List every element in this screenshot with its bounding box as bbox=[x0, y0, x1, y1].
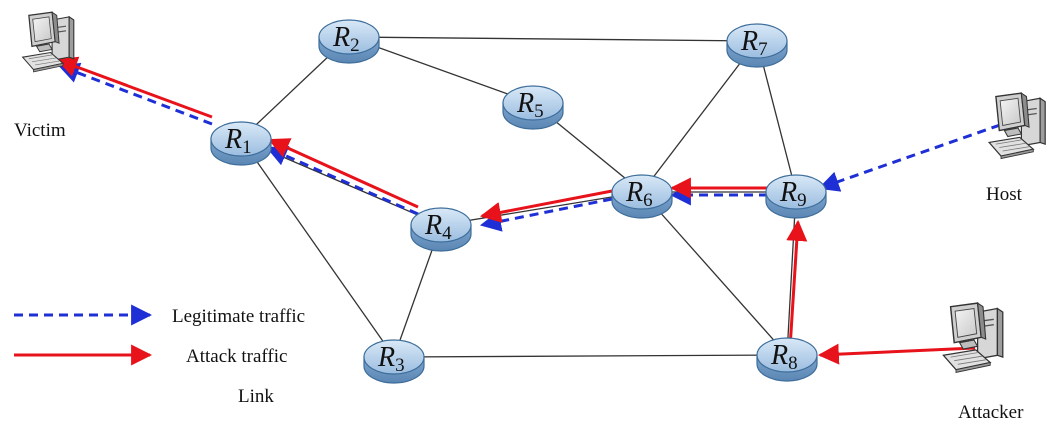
router-top-icon bbox=[363, 339, 425, 375]
attack-arrow-r6-r4 bbox=[479, 189, 613, 223]
router-top-icon bbox=[611, 174, 673, 210]
link-r6-r8 bbox=[641, 191, 788, 356]
legit-arrow-r4-r1 bbox=[266, 146, 419, 216]
router-top-icon bbox=[765, 174, 827, 210]
traffic-layer bbox=[56, 56, 1001, 365]
attacker-node: Attacker bbox=[942, 302, 1024, 423]
legend-link-label: Link bbox=[238, 386, 274, 407]
router-top-icon bbox=[756, 337, 818, 373]
router-top-icon bbox=[410, 207, 472, 243]
victim-node: Victim bbox=[14, 11, 75, 141]
host-label: Host bbox=[986, 184, 1023, 205]
router-r4: R4 bbox=[410, 207, 472, 252]
router-r3: R3 bbox=[363, 339, 425, 384]
attack-arrow-attacker-r8 bbox=[817, 343, 976, 365]
router-top-icon bbox=[726, 23, 788, 59]
router-top-icon bbox=[502, 85, 564, 121]
links-layer bbox=[240, 36, 797, 358]
host-node: Host bbox=[986, 92, 1046, 205]
legit-arrow-host-r9 bbox=[818, 123, 1001, 192]
link-r1-r3 bbox=[240, 138, 395, 358]
legend-legitimate-label: Legitimate traffic bbox=[172, 306, 305, 327]
link-r4-r6 bbox=[440, 191, 643, 226]
router-r9: R9 bbox=[765, 174, 827, 219]
router-label-r6: R6 bbox=[625, 177, 653, 211]
link-r2-r5 bbox=[348, 36, 534, 104]
router-r1: R1 bbox=[210, 121, 272, 166]
legend: Legitimate traffic Attack traffic Link bbox=[14, 304, 305, 407]
router-label-r3: R3 bbox=[377, 342, 405, 376]
attack-arrow-r1-victim bbox=[56, 56, 213, 119]
router-r8: R8 bbox=[756, 337, 818, 382]
victim-label: Victim bbox=[14, 120, 66, 141]
link-r8-r9 bbox=[786, 191, 797, 356]
legit-arrow-r1-victim bbox=[58, 62, 213, 126]
legit-arrow-r6-r4 bbox=[479, 197, 613, 232]
attack-arrow-r4-r1 bbox=[268, 138, 419, 209]
router-top-icon bbox=[318, 19, 380, 55]
attacker-computer-icon bbox=[942, 302, 1004, 374]
router-r6: R6 bbox=[611, 174, 673, 219]
router-r2: R2 bbox=[318, 19, 380, 64]
router-r5: R5 bbox=[502, 85, 564, 130]
link-r3-r8 bbox=[393, 354, 788, 358]
link-r2-r7 bbox=[348, 36, 758, 42]
attack-arrow-r8-r9 bbox=[786, 219, 808, 349]
link-r6-r7 bbox=[641, 40, 758, 193]
attacker-label: Attacker bbox=[958, 402, 1024, 423]
router-r7: R7 bbox=[726, 23, 788, 68]
router-top-icon bbox=[210, 121, 272, 157]
legend-attack-label: Attack traffic bbox=[186, 346, 287, 367]
